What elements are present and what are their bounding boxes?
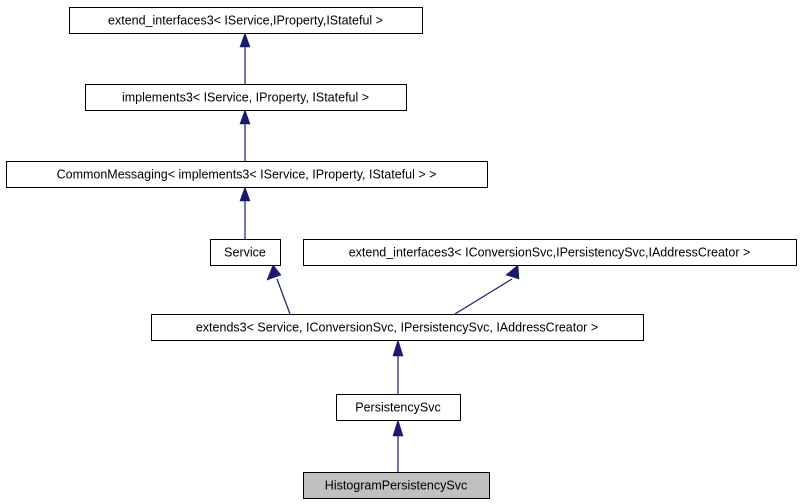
class-node-histogram_persistency_svc[interactable]: HistogramPersistencySvc — [303, 472, 490, 499]
edge-histogram_persistency_svc-to-persistency_svc — [392, 418, 404, 472]
class-node-service[interactable]: Service — [210, 239, 281, 266]
class-node-persistency_svc[interactable]: PersistencySvc — [336, 394, 461, 421]
class-node-extends3[interactable]: extends3< Service, IConversionSvc, IPers… — [151, 314, 644, 341]
edge-line — [454, 278, 513, 315]
class-node-box[interactable] — [210, 239, 281, 266]
class-node-box[interactable] — [151, 314, 644, 341]
class-node-box[interactable] — [85, 84, 407, 111]
class-node-extend_interfaces3_service[interactable]: extend_interfaces3< IService,IProperty,I… — [69, 7, 423, 34]
edge-persistency_svc-to-extends3 — [392, 338, 404, 394]
class-node-box[interactable] — [6, 161, 488, 188]
class-node-box[interactable] — [69, 7, 423, 34]
inheritance-arrowhead-icon — [239, 109, 251, 125]
edge-extends3-to-extend_interfaces3_conv — [454, 264, 520, 315]
class-node-label: implements3< IService, IProperty, IState… — [122, 90, 369, 104]
nodes-layer: extend_interfaces3< IService,IProperty,I… — [6, 7, 797, 499]
edge-service-to-common_messaging — [239, 186, 251, 239]
inheritance-arrowhead-icon — [392, 418, 404, 437]
class-node-label: extends3< Service, IConversionSvc, IPers… — [196, 320, 598, 334]
class-node-extend_interfaces3_conv[interactable]: extend_interfaces3< IConversionSvc,IPers… — [303, 239, 797, 266]
edge-extends3-to-service — [266, 264, 291, 315]
class-node-label: extend_interfaces3< IConversionSvc,IPers… — [349, 245, 751, 259]
class-node-label: CommonMessaging< implements3< IService, … — [57, 167, 437, 181]
class-node-label: PersistencySvc — [355, 400, 440, 414]
class-node-box[interactable] — [303, 472, 490, 499]
edge-implements3-to-extend_interfaces3_service — [239, 32, 251, 84]
class-node-box[interactable] — [303, 239, 797, 266]
class-node-implements3[interactable]: implements3< IService, IProperty, IState… — [85, 84, 407, 111]
class-node-label: HistogramPersistencySvc — [325, 478, 467, 492]
inheritance-arrowhead-icon — [239, 186, 251, 202]
inheritance-arrowhead-icon — [239, 32, 251, 48]
edge-line — [276, 278, 291, 315]
edge-common_messaging-to-implements3 — [239, 109, 251, 161]
class-node-label: Service — [224, 245, 266, 259]
class-node-common_messaging[interactable]: CommonMessaging< implements3< IService, … — [6, 161, 488, 188]
inheritance-arrowhead-icon — [392, 338, 404, 357]
inheritance-arrowhead-icon — [505, 264, 520, 280]
inheritance-arrowhead-icon — [266, 264, 282, 281]
class-node-label: extend_interfaces3< IService,IProperty,I… — [108, 13, 383, 27]
edges-layer — [239, 32, 520, 472]
class-node-box[interactable] — [336, 394, 461, 421]
